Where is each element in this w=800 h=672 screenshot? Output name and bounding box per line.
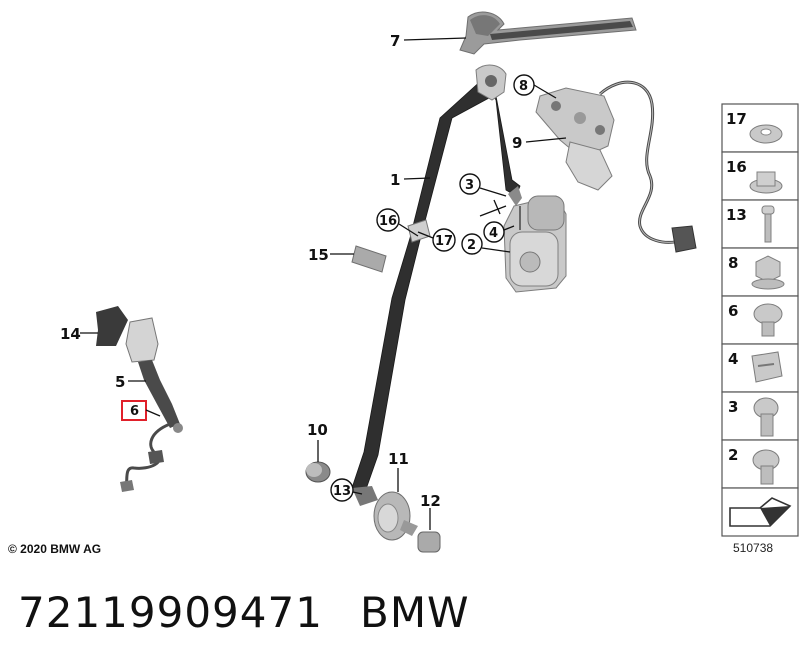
sidebar-label-2: 2 [728,446,738,464]
clip-nut-icon [751,351,783,383]
callout-15: 15 [308,246,329,264]
callout-3: 3 [465,178,474,193]
sidebar-label-3: 3 [728,398,738,416]
hex-nut-icon [755,255,781,283]
screw-13-icon [761,205,775,215]
part-2-retractor [503,186,567,293]
part-14-5-6-buckle [96,306,183,492]
callout-10: 10 [307,421,328,439]
callout-16: 16 [379,214,397,229]
torx-bolt-icon [753,303,783,325]
callout-7: 7 [390,32,400,50]
diagram-id: 510738 [733,541,774,555]
callout-6-highlighted: 6 [130,404,139,419]
sidebar-label-17: 17 [726,110,747,128]
part-11-12-anchor [352,486,441,553]
sidebar-label-13: 13 [726,206,747,224]
brand-name: BMW [360,588,470,637]
parts-diagram: 7 8 9 1 3 4 2 16 17 15 [60,11,799,553]
sidebar-label-6: 6 [728,302,738,320]
callout-12: 12 [420,492,441,510]
part-1-belt-webbing [351,64,521,493]
sidebar-label-16: 16 [726,158,747,176]
callout-9: 9 [512,134,522,152]
part-10-end-cap [305,461,331,483]
callout-17: 17 [435,234,453,249]
callout-11: 11 [388,450,409,468]
callout-2: 2 [467,238,476,253]
part-15-cover [351,245,387,273]
copyright-notice: © 2020 BMW AG [8,542,102,556]
part-number: 72119909471 [18,588,323,637]
sidebar-label-4: 4 [728,350,738,368]
callout-14: 14 [60,325,81,343]
callout-5: 5 [115,373,125,391]
part-7-height-adjuster [459,11,637,55]
sidebar-label-8: 8 [728,254,738,272]
callout-1: 1 [390,171,400,189]
callout-4: 4 [489,226,498,241]
callout-13: 13 [333,484,351,499]
callout-8: 8 [519,79,528,94]
small-parts-column: 17 16 13 8 6 4 3 2 [721,103,799,537]
callout-layer: 7 8 9 1 3 4 2 16 17 15 [60,32,567,530]
part-8-9-pretensioner [535,80,697,253]
